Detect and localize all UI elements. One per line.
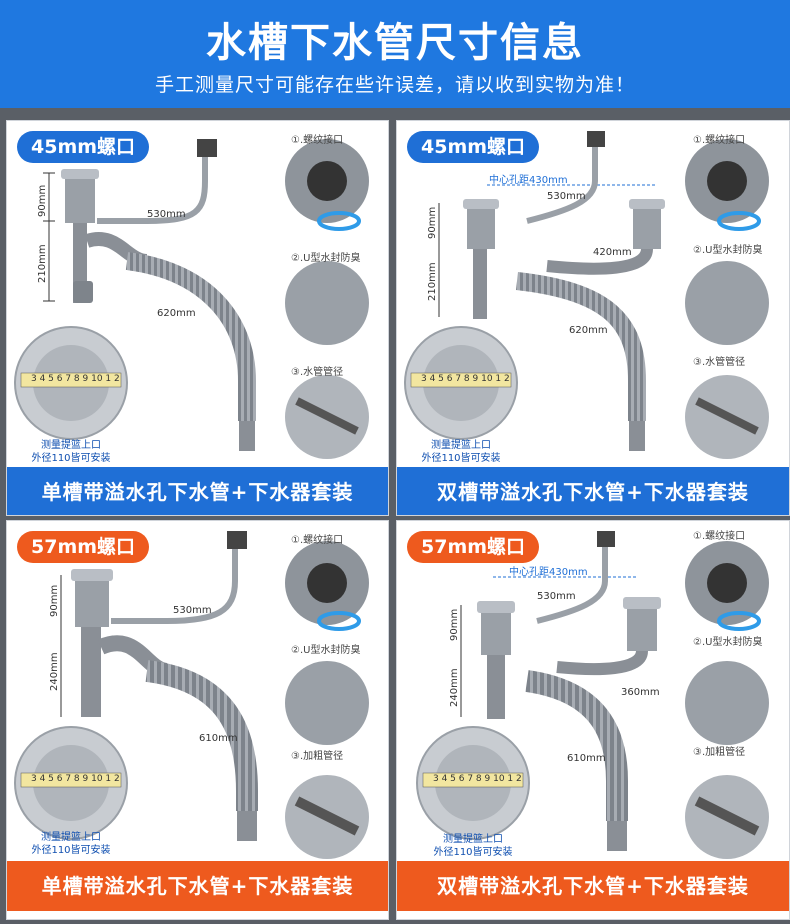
measure-note-line1: 测量提篮上口 [41, 832, 101, 843]
product-caption: 单槽带溢水孔下水管+下水器套装 [7, 467, 388, 515]
dim-label-e: 610mm [567, 753, 606, 764]
measure-note-line2: 外径110皆可安装 [433, 847, 513, 858]
dim-label-b: 240mm [449, 668, 460, 707]
dim-label-d: 420mm [593, 247, 632, 258]
feature-label-3: ③.加粗管径 [291, 751, 344, 762]
product-panel-double-45: 45mm螺口 中心孔距430mm 90mm 210mm 530mm 420mm … [396, 120, 790, 516]
product-panel-single-45: 45mm螺口 90mm 210mm 530mm 620mm ①.螺纹接口 ②.U… [6, 120, 389, 516]
divider-band [0, 108, 790, 120]
product-caption: 单槽带溢水孔下水管+下水器套装 [7, 861, 388, 911]
thread-size-badge: 57mm螺口 [407, 531, 540, 563]
measure-note-line1: 测量提篮上口 [431, 440, 491, 451]
thread-size-badge: 45mm螺口 [407, 131, 540, 163]
dim-label-d: 620mm [157, 308, 196, 319]
drain-pipe-illustration [14, 139, 369, 459]
dim-label-a: 90mm [427, 206, 438, 239]
measure-note-line2: 外径110皆可安装 [31, 845, 111, 856]
dim-label-b: 210mm [37, 244, 48, 283]
dim-label-center: 中心孔距430mm [509, 567, 588, 578]
dim-label-d: 360mm [621, 687, 660, 698]
measure-note: 测量提篮上口 外径110皆可安装 [25, 831, 117, 857]
dim-label-c: 530mm [173, 605, 212, 616]
drain-pipe-illustration [404, 131, 769, 459]
measure-note: 测量提篮上口 外径110皆可安装 [25, 439, 117, 465]
dim-label-e: 620mm [569, 325, 608, 336]
product-caption: 双槽带溢水孔下水管+下水器套装 [397, 467, 789, 515]
dim-label-a: 90mm [449, 608, 460, 641]
feature-label-2: ②.U型水封防臭 [291, 253, 361, 264]
ruler-digits: 3 4 5 6 7 8 9 10 1 2 [31, 374, 120, 384]
thread-size-badge: 57mm螺口 [17, 531, 150, 563]
dim-label-a: 90mm [37, 184, 48, 217]
feature-label-1: ①.螺纹接口 [291, 135, 344, 146]
page-subtitle: 手工测量尺寸可能存在些许误差，请以收到实物为准！ [154, 74, 635, 96]
dim-label-c: 530mm [147, 209, 186, 220]
dim-label-center: 中心孔距430mm [489, 175, 568, 186]
measure-note-line1: 测量提篮上口 [41, 440, 101, 451]
measure-note-line1: 测量提篮上口 [443, 834, 503, 845]
product-caption: 双槽带溢水孔下水管+下水器套装 [397, 861, 789, 911]
drain-pipe-illustration [14, 531, 369, 859]
dim-label-d: 610mm [199, 733, 238, 744]
measure-note-line2: 外径110皆可安装 [421, 453, 501, 464]
ruler-digits: 3 4 5 6 7 8 9 10 1 2 [421, 374, 510, 384]
ruler-digits: 3 4 5 6 7 8 9 10 1 2 [31, 774, 120, 784]
feature-label-2: ②.U型水封防臭 [693, 637, 763, 648]
measure-note: 测量提篮上口 外径110皆可安装 [427, 833, 519, 859]
page-header: 水槽下水管尺寸信息 手工测量尺寸可能存在些许误差，请以收到实物为准！ [0, 0, 790, 108]
dim-label-c: 530mm [537, 591, 576, 602]
dim-label-b: 210mm [427, 262, 438, 301]
measure-note-line2: 外径110皆可安装 [31, 453, 111, 464]
feature-label-1: ①.螺纹接口 [291, 535, 344, 546]
feature-label-2: ②.U型水封防臭 [291, 645, 361, 656]
feature-label-1: ①.螺纹接口 [693, 135, 746, 146]
feature-label-3: ③.水管管径 [693, 357, 746, 368]
feature-label-1: ①.螺纹接口 [693, 531, 746, 542]
dim-label-b: 240mm [49, 652, 60, 691]
dim-label-c: 530mm [547, 191, 586, 202]
page-title: 水槽下水管尺寸信息 [206, 20, 584, 66]
measure-note: 测量提篮上口 外径110皆可安装 [415, 439, 507, 465]
product-panel-single-57: 57mm螺口 90mm 240mm 530mm 610mm ①.螺纹接口 ②.U… [6, 520, 389, 920]
product-panel-double-57: 57mm螺口 中心孔距430mm 90mm 240mm 530mm 360mm … [396, 520, 790, 920]
ruler-digits: 3 4 5 6 7 8 9 10 1 2 [433, 774, 522, 784]
feature-label-3: ③.加粗管径 [693, 747, 746, 758]
dim-label-a: 90mm [49, 584, 60, 617]
drain-pipe-illustration [416, 531, 769, 859]
feature-label-2: ②.U型水封防臭 [693, 245, 763, 256]
thread-size-badge: 45mm螺口 [17, 131, 150, 163]
feature-label-3: ③.水管管径 [291, 367, 344, 378]
